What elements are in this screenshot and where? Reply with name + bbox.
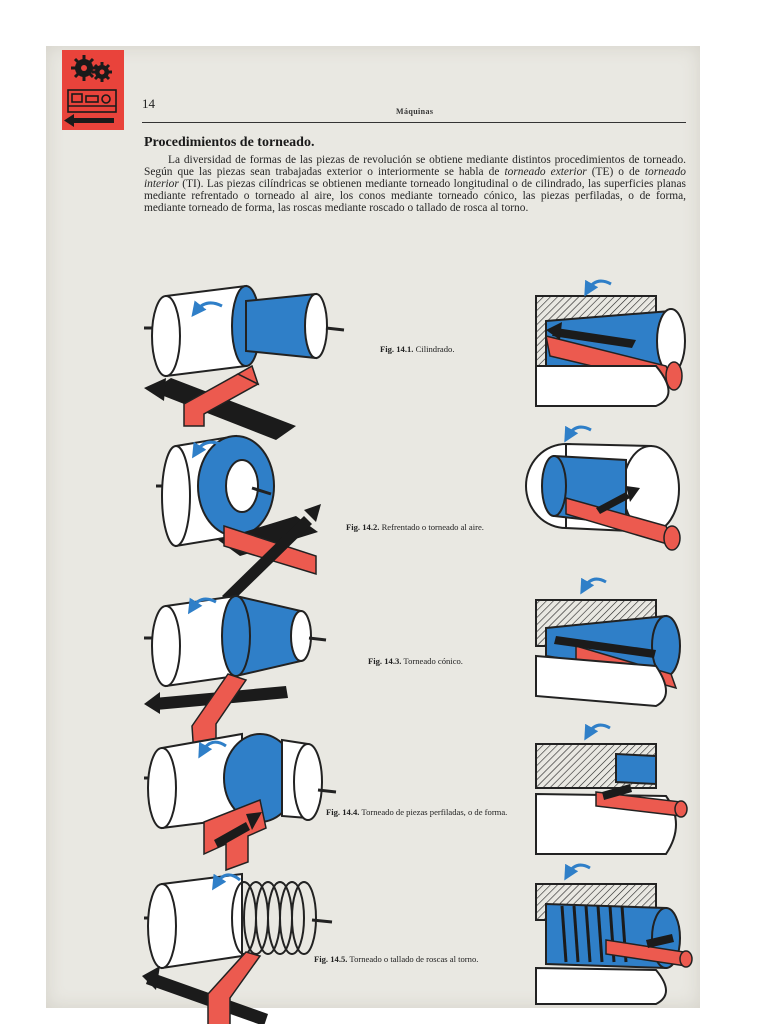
internal-facing — [525, 425, 681, 551]
caption-fig-14-5: Fig. 14.5. Torneado o tallado de roscas … — [314, 954, 479, 964]
section-title: Procedimientos de torneado. — [144, 135, 315, 150]
external-thread-cutting — [142, 872, 333, 1024]
caption-fig-14-3: Fig. 14.3. Torneado cónico. — [368, 656, 463, 666]
body-paragraph: La diversidad de formas de las piezas de… — [144, 154, 686, 214]
internal-thread-cutting — [535, 863, 693, 1005]
book-page: 14 Máquinas Procedimientos de torneado. … — [46, 46, 700, 1024]
header-rule — [142, 122, 686, 123]
caption-fig-14-2: Fig. 14.2. Refrentado o torneado al aire… — [346, 522, 484, 532]
figure-14-2 — [156, 425, 681, 604]
caption-fig-14-1: Fig. 14.1. Cilindrado. — [380, 344, 455, 354]
figure-14-1 — [144, 279, 686, 440]
paragraph-italic-term: torneado interior — [144, 166, 686, 190]
paragraph-text-run: (TI). Las piezas cilíndricas se obtienen… — [144, 178, 686, 214]
logo-arrow-icon — [64, 114, 114, 127]
gears-logo-icon — [64, 55, 117, 127]
figure-14-3 — [144, 577, 681, 757]
external-taper-turning — [144, 594, 327, 757]
chapter-logo — [62, 50, 124, 130]
internal-form-turning — [535, 723, 688, 855]
paragraph-italic-term: torneado exterior — [504, 166, 587, 178]
caption-fig-14-4: Fig. 14.4. Torneado de piezas perfiladas… — [326, 807, 508, 817]
internal-turning-cylinder — [535, 279, 686, 407]
paragraph-text-run: La diversidad de formas de las piezas de… — [144, 154, 686, 178]
paragraph-text-run: (TE) o de — [586, 166, 645, 178]
figure-14-4 — [144, 723, 688, 872]
external-turning-cylinder — [144, 284, 345, 440]
page-number: 14 — [142, 96, 155, 111]
feed-arrow-icon — [151, 378, 296, 440]
rotation-arrow-icon — [191, 300, 223, 317]
figure-14-5 — [142, 863, 693, 1024]
external-facing — [156, 434, 321, 604]
external-form-turning — [144, 732, 337, 872]
figures-illustration — [142, 279, 693, 1024]
machine-logo-icon — [67, 89, 117, 113]
running-head: Máquinas — [396, 107, 434, 116]
internal-taper-turning — [535, 577, 681, 708]
